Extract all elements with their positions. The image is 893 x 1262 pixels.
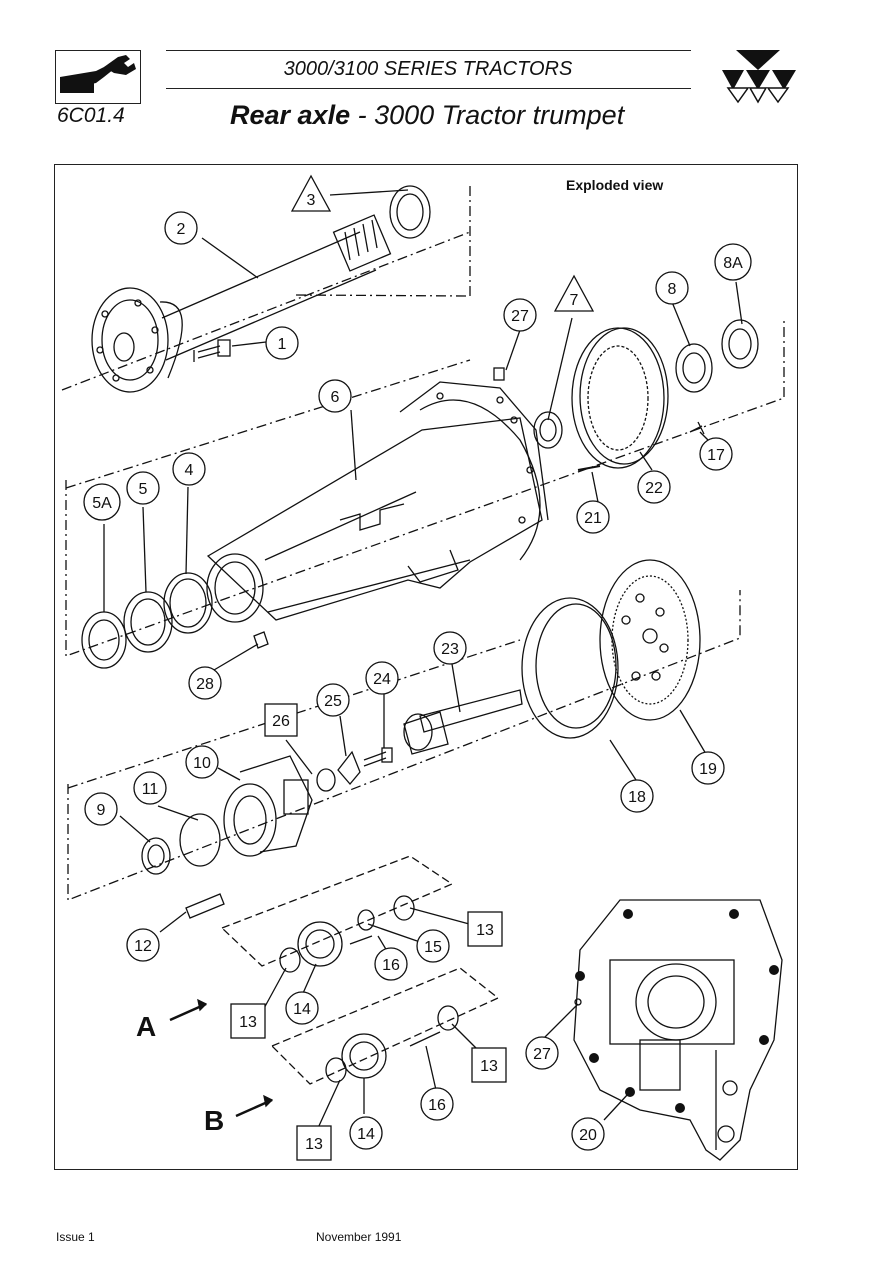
callout-13d: 13 xyxy=(305,1136,323,1153)
callout-14b: 14 xyxy=(357,1126,375,1143)
callout-18: 18 xyxy=(628,789,646,806)
page-title-rest: - 3000 Tractor trumpet xyxy=(350,100,625,130)
callout-2: 2 xyxy=(177,221,186,238)
callout-22: 22 xyxy=(645,480,663,497)
axle-shaft-part xyxy=(91,214,392,393)
dowel-part-21 xyxy=(577,465,601,471)
screw-part-17 xyxy=(689,421,705,435)
callout-25: 25 xyxy=(324,693,342,710)
pin-part-28 xyxy=(253,631,269,649)
callout-5: 5 xyxy=(139,481,148,498)
callout-19: 19 xyxy=(699,761,717,778)
callout-3: 3 xyxy=(307,192,316,209)
callout-23: 23 xyxy=(441,641,459,658)
callout-28: 28 xyxy=(196,676,214,693)
exploded-view-diagram: 2 1 3 6 27 7 8 8A 17 22 21 4 5 5A 28 23 … xyxy=(61,174,785,1161)
callout-15: 15 xyxy=(424,939,442,956)
bolt-part xyxy=(193,345,221,362)
view-label: Exploded view xyxy=(566,177,664,193)
pinion-shaft-part-23 xyxy=(403,689,523,755)
service-manual-logo xyxy=(55,50,141,104)
callout-7: 7 xyxy=(570,292,579,309)
tab-washer-part-25 xyxy=(337,750,361,786)
brake-ring-part-18 xyxy=(521,597,619,739)
callout-16b: 16 xyxy=(428,1097,446,1114)
washer-part-9 xyxy=(141,837,171,875)
gear-set-variant-a xyxy=(220,855,454,973)
callout-20: 20 xyxy=(579,1127,597,1144)
oil-seal-part xyxy=(389,185,431,239)
variant-a-label: A xyxy=(136,1011,156,1042)
circlip-part-11 xyxy=(179,813,221,867)
washer-part-26 xyxy=(316,768,336,792)
hand-wrench-icon xyxy=(60,55,136,93)
variant-b-label: B xyxy=(204,1105,224,1136)
callout-13a: 13 xyxy=(476,922,494,939)
callout-10: 10 xyxy=(193,755,211,772)
race-part-8 xyxy=(675,343,713,393)
callout-11: 11 xyxy=(142,781,159,798)
callout-26: 26 xyxy=(272,713,290,730)
callout-4: 4 xyxy=(185,462,194,479)
ring-part-5 xyxy=(123,591,173,653)
housing-rear-view xyxy=(573,899,783,1161)
footer-issue: Issue 1 xyxy=(56,1230,95,1244)
callout-13c: 13 xyxy=(480,1058,498,1075)
callout-27b: 27 xyxy=(533,1046,551,1063)
callout-1: 1 xyxy=(278,336,287,353)
bearing-part-8a xyxy=(721,319,759,369)
callout-14a: 14 xyxy=(293,1001,311,1018)
callout-16a: 16 xyxy=(382,957,400,974)
callout-9: 9 xyxy=(97,802,106,819)
header-rule-top xyxy=(166,50,691,51)
screw-part-24 xyxy=(363,751,387,767)
callout-21: 21 xyxy=(584,510,602,527)
page-title: Rear axle - 3000 Tractor trumpet xyxy=(230,100,624,131)
plug-part-27 xyxy=(493,367,505,381)
callout-17: 17 xyxy=(707,447,725,464)
callout-5a: 5A xyxy=(92,495,112,512)
callout-8: 8 xyxy=(668,281,677,298)
callout-13b: 13 xyxy=(239,1014,257,1031)
page-code: 6C01.4 xyxy=(57,104,125,127)
trumpet-housing-part xyxy=(206,381,549,623)
series-title: 3000/3100 SERIES TRACTORS xyxy=(283,58,573,80)
header-rule-bottom xyxy=(166,88,691,89)
ring-gear-part-22 xyxy=(571,327,665,469)
callout-27a: 27 xyxy=(511,308,529,325)
diagram-frame xyxy=(54,164,798,1170)
callout-6: 6 xyxy=(331,389,340,406)
page-title-bold: Rear axle xyxy=(230,100,351,130)
friction-disc-part-19 xyxy=(599,559,701,721)
brand-triple-triangle-logo xyxy=(722,50,796,104)
planet-carrier-part-10 xyxy=(223,755,313,857)
seal-part-7 xyxy=(533,411,563,449)
callout-8a: 8A xyxy=(723,255,743,272)
footer-date: November 1991 xyxy=(316,1230,402,1244)
callout-24: 24 xyxy=(373,671,391,688)
planet-pin-part-12 xyxy=(185,893,225,919)
ring-part-4 xyxy=(163,572,213,634)
callout-12: 12 xyxy=(134,938,152,955)
